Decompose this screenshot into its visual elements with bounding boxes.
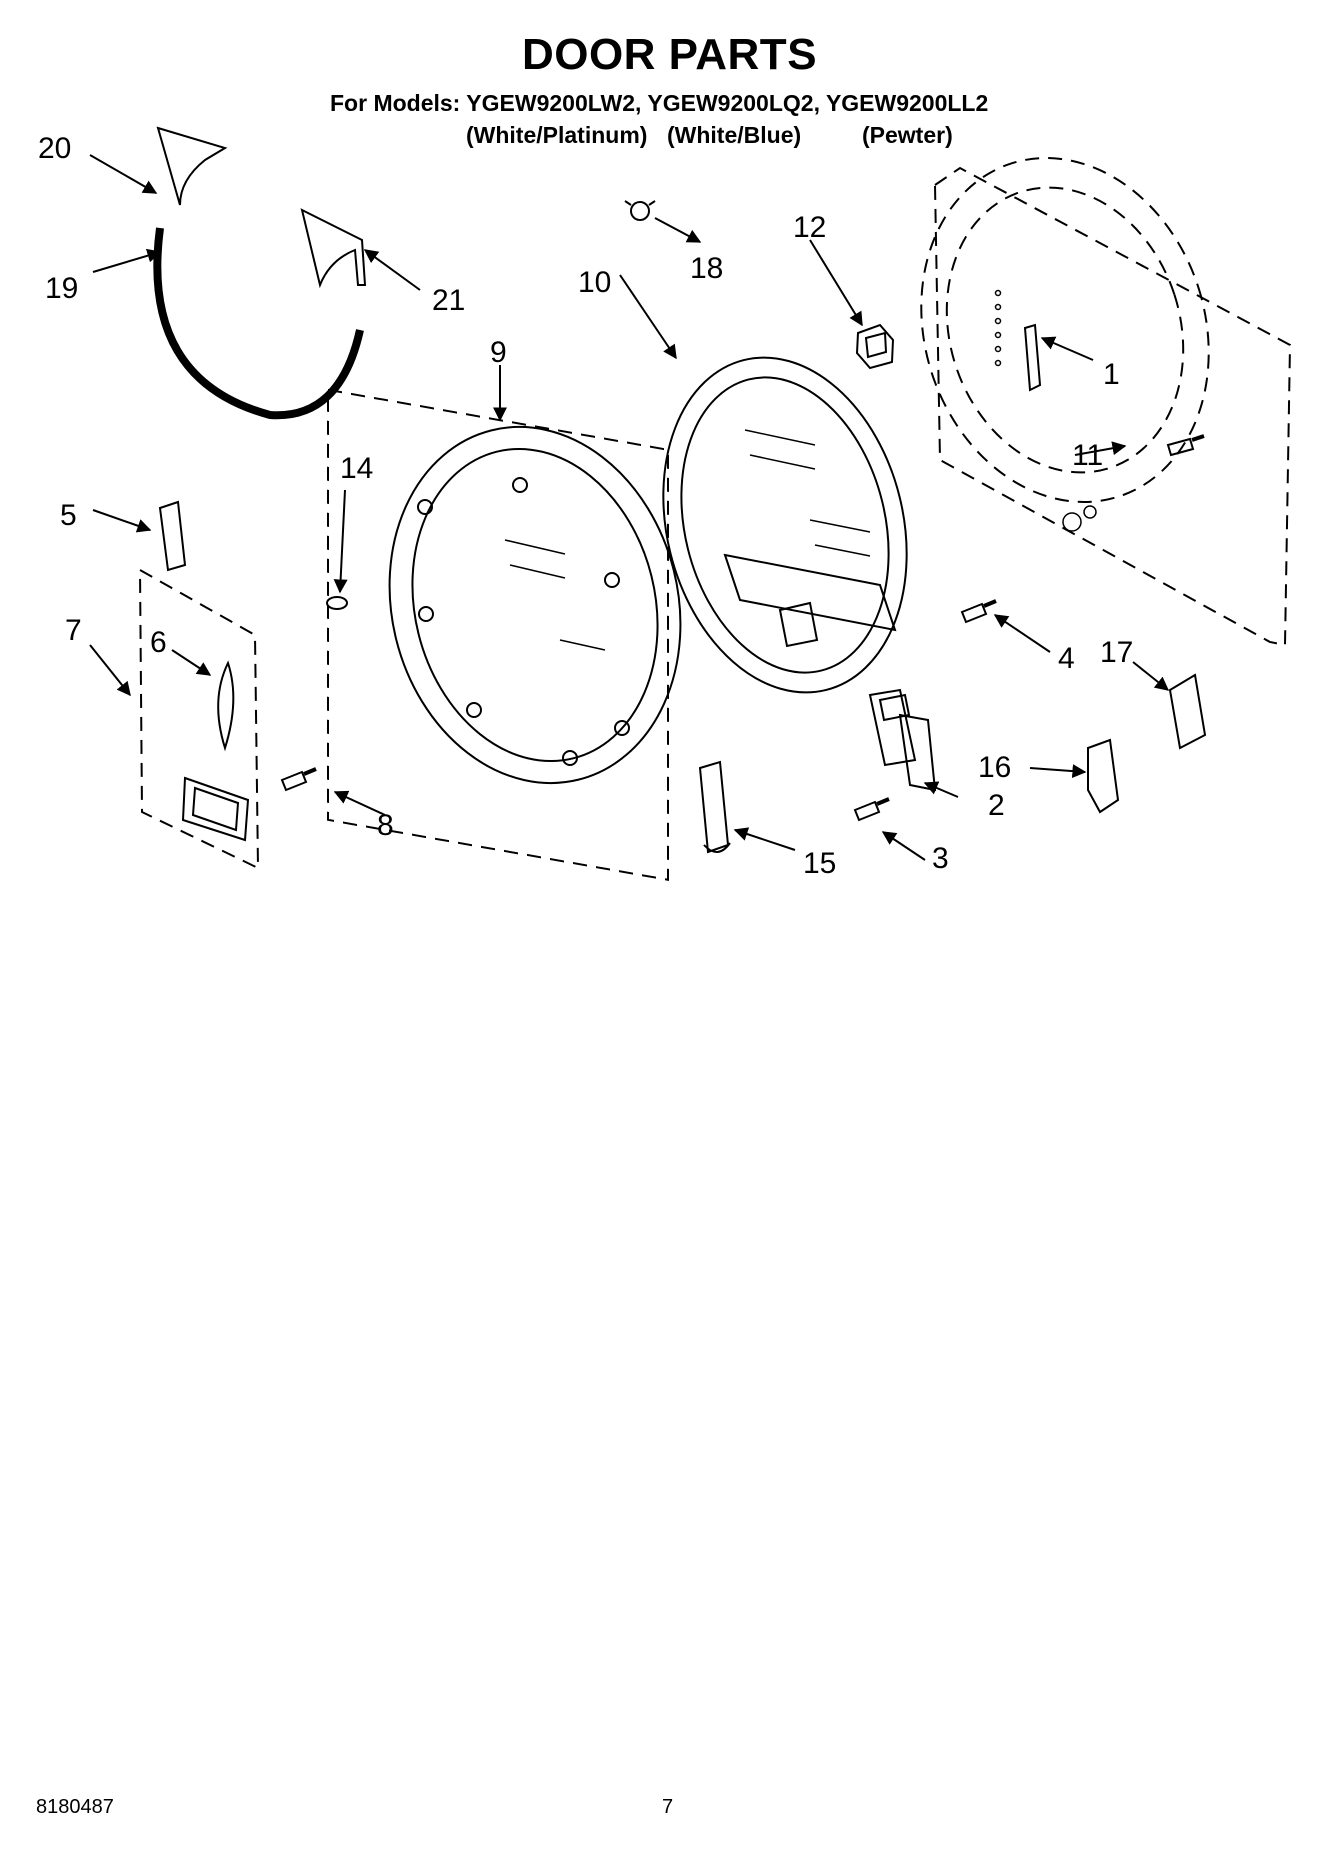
callout-12: 12 <box>793 211 826 244</box>
variant-white-blue: (White/Blue) <box>667 122 802 148</box>
callout-5: 5 <box>60 499 77 532</box>
callout-18: 18 <box>690 252 723 285</box>
cabinet-vent-holes <box>994 289 1097 532</box>
callout-9: 9 <box>490 336 507 369</box>
handle-bracket <box>158 500 187 572</box>
callout-3: 3 <box>932 842 949 875</box>
callout-2: 2 <box>988 789 1005 822</box>
handle-lens <box>217 660 235 752</box>
callout-16: 16 <box>978 751 1011 784</box>
door-inner-assembly <box>662 356 908 694</box>
exploded-view-diagram: 1 2 3 4 5 6 7 8 9 10 11 12 14 15 16 17 1… <box>38 126 1292 881</box>
door-strike <box>1023 323 1042 392</box>
door-hinge <box>868 688 937 792</box>
models-line: For Models: YGEW9200LW2, YGEW9200LQ2, YG… <box>330 90 989 116</box>
hinge-cover-lower <box>698 760 731 854</box>
callout-1: 1 <box>1103 358 1120 391</box>
callout-7: 7 <box>65 614 82 647</box>
callout-11: 11 <box>1072 439 1103 472</box>
page-number: 7 <box>662 1796 674 1818</box>
screw-4 <box>960 599 997 624</box>
callout-20: 20 <box>38 132 71 165</box>
callout-15: 15 <box>803 847 836 880</box>
handle-trim-side <box>300 208 367 289</box>
hinge-cover-upper <box>1087 738 1120 814</box>
callout-10: 10 <box>578 266 611 299</box>
handle-pull <box>181 776 250 842</box>
callout-14: 14 <box>340 452 373 485</box>
callout-6: 6 <box>150 626 167 659</box>
door-bumper <box>624 200 656 221</box>
callout-4: 4 <box>1058 642 1075 675</box>
handle-trim-top <box>156 126 228 206</box>
leader-lines <box>89 154 1170 861</box>
door-plug <box>326 596 348 610</box>
door-trim-piece <box>1168 673 1207 750</box>
callout-numbers: 1 2 3 4 5 6 7 8 9 10 11 12 14 15 16 17 1… <box>38 132 1133 880</box>
callout-19: 19 <box>45 272 78 305</box>
page-title: DOOR PARTS <box>521 30 818 79</box>
document-number: 8180487 <box>36 1796 114 1818</box>
callout-8: 8 <box>377 809 394 842</box>
door-outer-frame <box>327 388 682 881</box>
door-trim-ring <box>153 227 364 420</box>
cabinet-front-panel <box>920 157 1292 647</box>
screw-11 <box>1166 434 1205 457</box>
variant-white-platinum: (White/Platinum) <box>466 122 648 148</box>
screw-8 <box>280 767 317 792</box>
door-latch <box>855 323 895 370</box>
variant-pewter: (Pewter) <box>862 122 953 148</box>
handle-assembly-outline <box>138 568 260 870</box>
callout-17: 17 <box>1100 636 1133 669</box>
screw-3 <box>853 797 890 822</box>
callout-21: 21 <box>432 284 465 317</box>
